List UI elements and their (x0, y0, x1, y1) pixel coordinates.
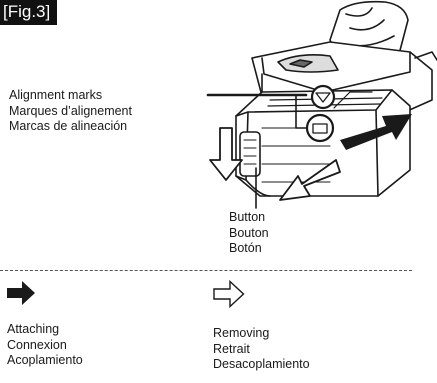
button-label: Button Bouton Botón (229, 210, 269, 255)
attaching-legend-label: Attaching Connexion Acoplamiento (7, 322, 83, 367)
alignment-marks-label: Alignment marks Marques d’alignement Mar… (9, 88, 132, 133)
battery-tool-illustration (206, 0, 437, 209)
section-divider (0, 270, 412, 271)
battery-pack (235, 89, 411, 197)
outline-arrow-icon (213, 280, 245, 308)
figure-tag: [Fig.3] (0, 0, 58, 25)
alignment-mark-battery (305, 113, 335, 143)
remove-down-arrow (209, 127, 243, 181)
attach-slide-arrow (340, 114, 412, 150)
remove-slide-arrow (279, 159, 341, 201)
solid-arrow-icon (7, 281, 35, 305)
removing-legend-label: Removing Retrait Desacoplamiento (213, 326, 310, 371)
alignment-mark-tool (310, 84, 336, 110)
